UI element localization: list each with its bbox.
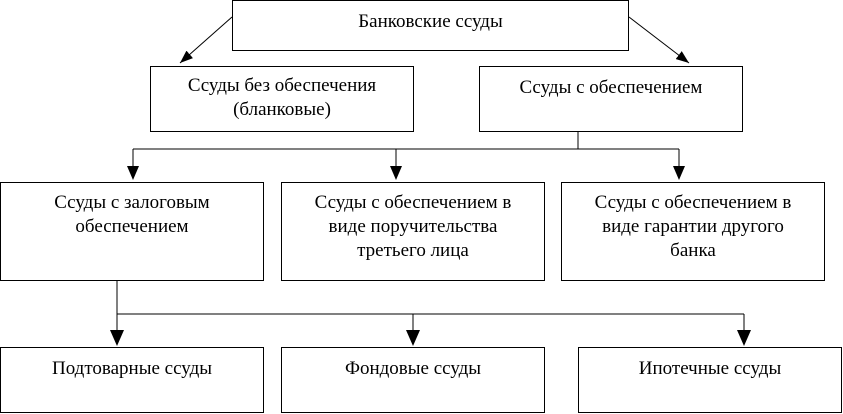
node-unsecured-loans: Ссуды без обеспечения (бланковые): [150, 66, 414, 132]
arrow-root-to-secured: [628, 16, 690, 64]
node-guarantee-loans: Ссуды с обеспечением в виде гарантии дру…: [561, 182, 825, 281]
node-secured-loans: Ссуды с обеспечением: [479, 66, 743, 132]
node-stock-loans: Фондовые ссуды: [281, 347, 545, 413]
node-stock-loans-label: Фондовые ссуды: [344, 358, 482, 379]
node-surety-loans-label: Ссуды с обеспечением в виде поручительст…: [314, 192, 512, 261]
node-bank-loans-label: Банковские ссуды: [358, 11, 503, 32]
node-secured-loans-label: Ссуды с обеспечением: [519, 77, 703, 98]
arrowhead-mortgage: [737, 330, 751, 346]
arrowhead-guarantee: [673, 166, 685, 180]
node-bank-loans: Банковские ссуды: [232, 0, 629, 51]
arrowhead-pledge: [127, 166, 139, 180]
node-goods-loans: Подтоварные ссуды: [0, 347, 264, 413]
arrowhead-goods: [110, 330, 124, 346]
node-guarantee-loans-label: Ссуды с обеспечением в виде гарантии дру…: [594, 192, 792, 261]
node-mortgage-loans-label: Ипотечные ссуды: [638, 358, 782, 379]
node-pledge-loans-label: Ссуды с залоговым обеспечением: [54, 192, 210, 237]
arrowhead-stock: [406, 330, 420, 346]
arrowhead-surety: [390, 166, 402, 180]
node-surety-loans: Ссуды с обеспечением в виде поручительст…: [281, 182, 545, 281]
node-unsecured-loans-label: Ссуды без обеспечения (бланковые): [187, 75, 377, 120]
arrow-root-to-unsecured: [179, 16, 233, 64]
node-mortgage-loans: Ипотечные ссуды: [578, 347, 842, 413]
node-pledge-loans: Ссуды с залоговым обеспечением: [0, 182, 264, 281]
node-goods-loans-label: Подтоварные ссуды: [51, 358, 212, 379]
